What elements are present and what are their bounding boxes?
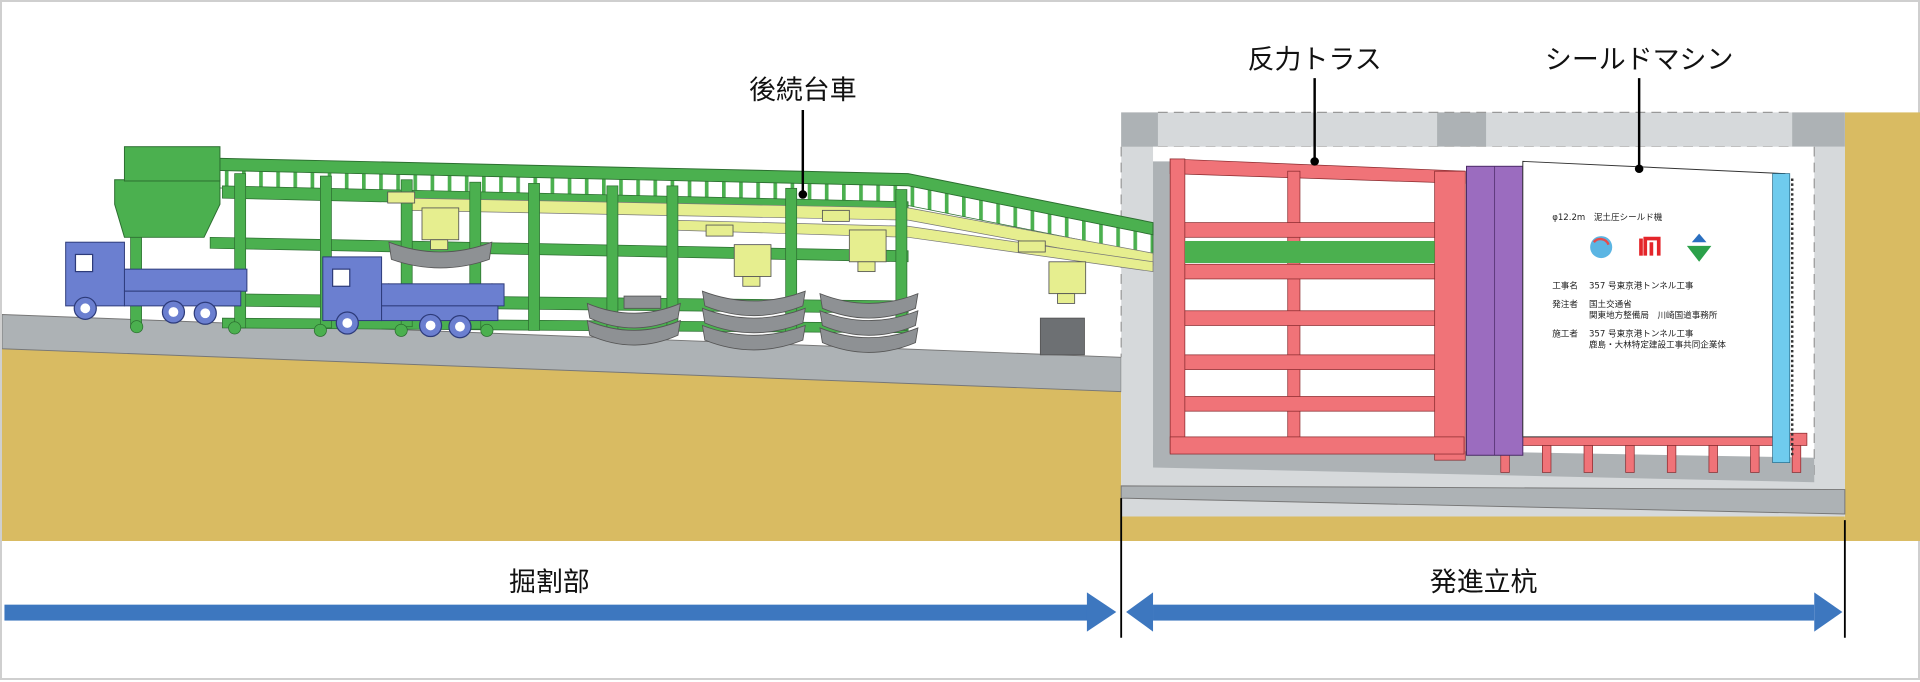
shield-machine [1466,160,1794,463]
backup-trailer [114,146,1154,340]
obayashi-logo-icon [1686,233,1712,262]
callout-reaction-truss: 反力トラス [1248,44,1382,166]
plate-row-key: 工事名 [1552,280,1578,292]
excavation-section-arrow: 掘割部 [4,567,1117,632]
label-launch-shaft-section: 発進立杭 [1430,567,1538,598]
label-shield-machine: シールドマシン [1545,44,1733,75]
dump-truck [65,241,248,325]
plate-row-value: 関東地方整備局 川崎国道事務所 [1589,309,1718,321]
launch-shaft-section-arrow: 発進立杭 [1126,567,1843,632]
callout-shield-machine: シールドマシン [1545,44,1733,174]
dump-truck [322,256,505,339]
label-reaction-truss: 反力トラス [1248,44,1382,75]
callout-backup-trailer: 後続台車 [749,75,857,199]
mlit-logo-icon [1590,236,1613,259]
plate-row-value: 357 号東京港トンネル工事 [1589,327,1694,339]
kajima-logo-icon [1639,236,1661,256]
plate-row-key: 施工者 [1552,327,1578,339]
plate-row-key: 発注者 [1552,298,1578,310]
tunnel-segments [388,241,1085,356]
machine-spec: φ12.2m 泥土圧シールド機 [1552,211,1663,223]
segment-hoists [387,191,1087,304]
plate-row-value: 鹿島・大林特定建設工事共同企業体 [1589,339,1726,351]
label-backup-trailer: 後続台車 [749,75,857,106]
trailer-deck-in-shaft [1184,240,1435,264]
plate-row-value: 国土交通省 [1589,298,1632,310]
label-excavation-section: 掘割部 [509,567,590,598]
plate-row-value: 357 号東京港トンネル工事 [1589,280,1694,292]
